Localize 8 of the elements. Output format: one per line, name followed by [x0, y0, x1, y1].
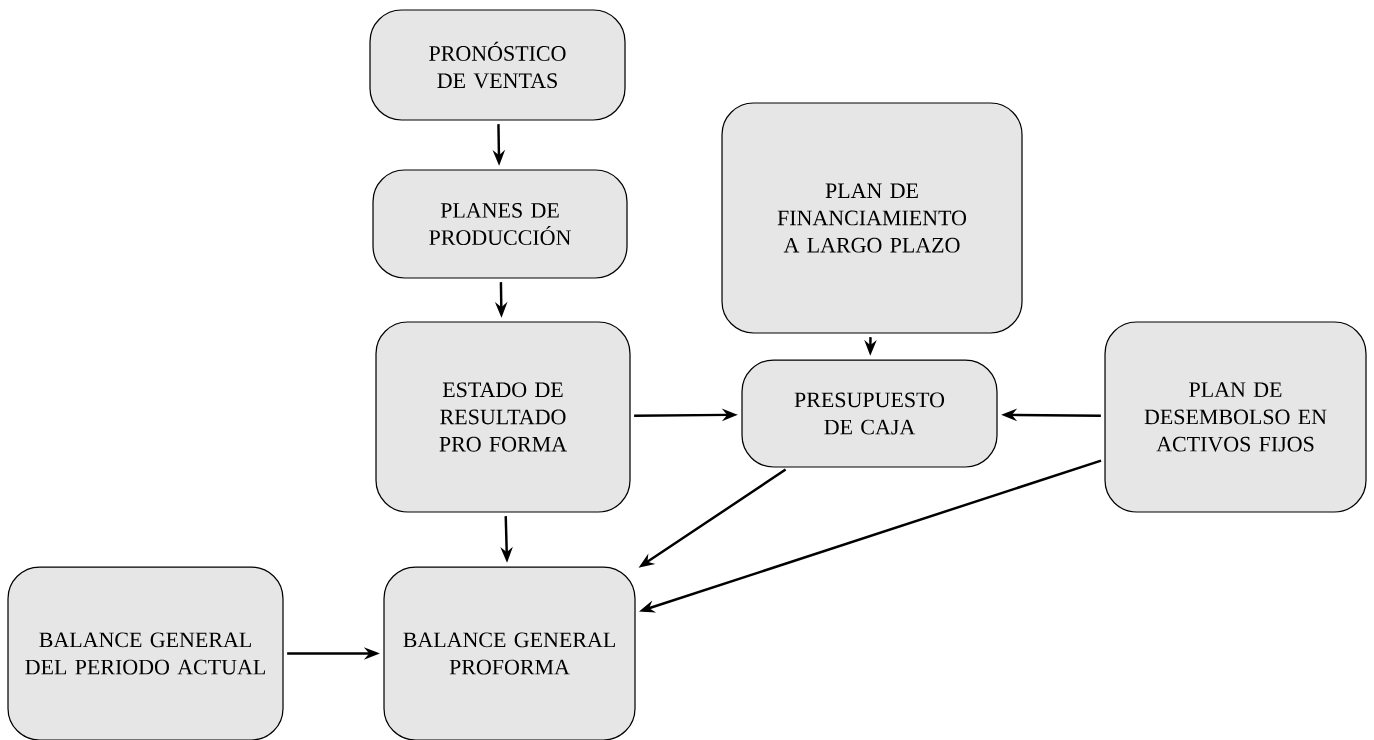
process-box: PRONÓSTICO DE VENTAS	[369, 9, 626, 121]
process-box: PLAN DE DESEMBOLSO EN ACTIVOS FIJOS	[1104, 321, 1367, 513]
process-box: PLAN DE FINANCIAMIENTO A LARGO PLAZO	[721, 102, 1023, 334]
process-box: BALANCE GENERAL DEL PERIODO ACTUAL	[7, 566, 284, 740]
process-box: ESTADO DE RESULTADO PRO FORMA	[375, 321, 631, 513]
process-box: PRESUPUESTO DE CAJA	[741, 359, 998, 468]
process-box: PLANES DE PRODUCCIÓN	[372, 169, 628, 279]
process-box: BALANCE GENERAL PROFORMA	[383, 566, 636, 740]
